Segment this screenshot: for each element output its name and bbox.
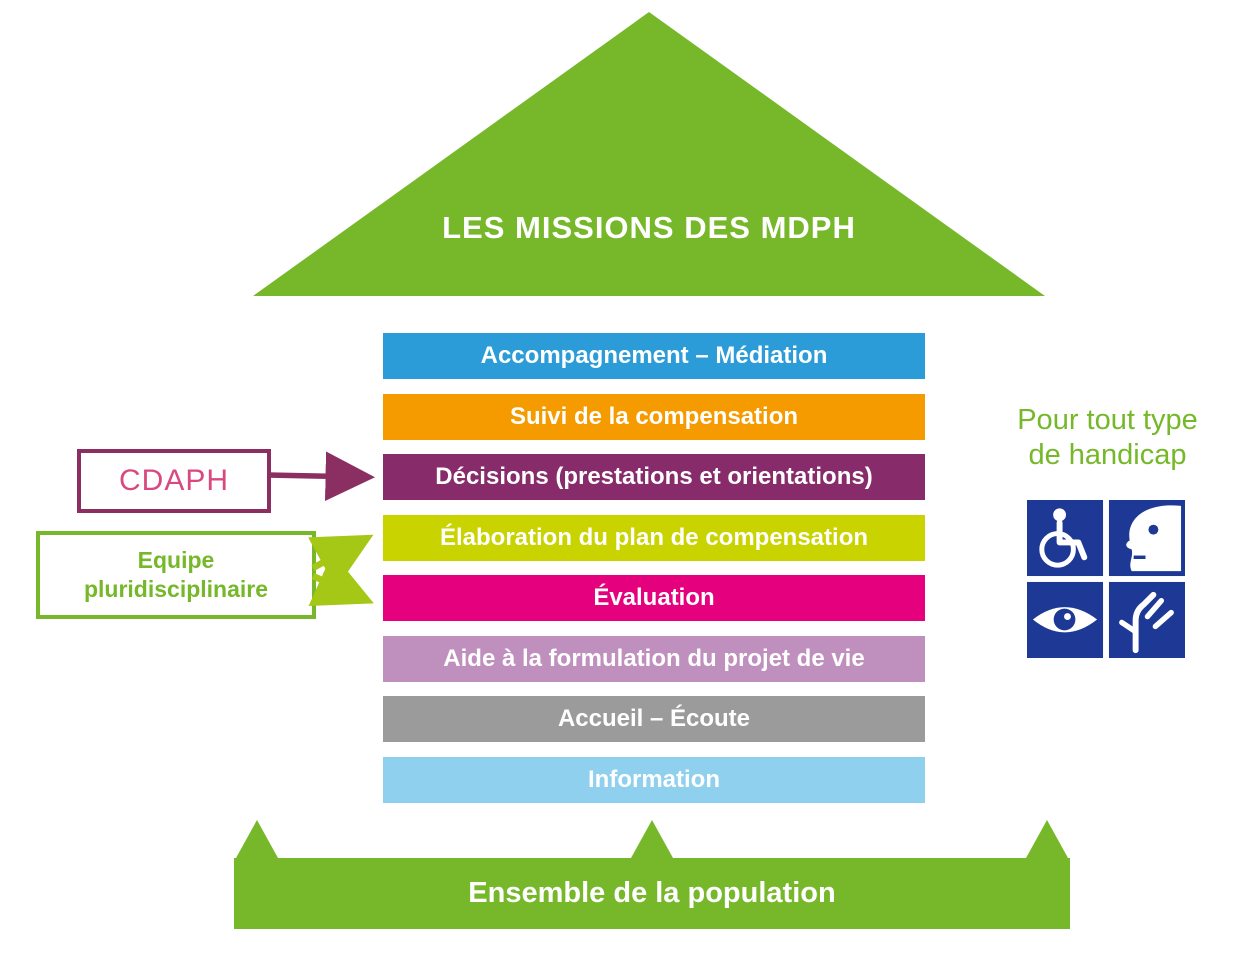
equipe-label-line2: pluridisciplinaire [83,576,269,602]
mission-bar-aide-projet-vie: Aide à la formulation du projet de vie [383,635,925,682]
cdaph-box: CDAPH [77,449,271,513]
roof-title-layer: LES MISSIONS DES MDPH [253,12,1045,296]
face-icon [1108,500,1185,577]
mission-bar-evaluation: Évaluation [383,575,925,621]
wheelchair-icon [1027,500,1104,577]
population-bar: Ensemble de la population [234,858,1070,929]
mission-bar-accueil-ecoute: Accueil – Écoute [383,696,925,742]
missions-stack: Accompagnement – Médiation Suivi de la c… [383,333,925,803]
mission-bar-decisions: Décisions (prestations et orientations) [383,454,925,500]
diagram-title: LES MISSIONS DES MDPH [442,210,856,245]
sign-language-hand-icon [1108,581,1185,658]
low-vision-eye-icon [1027,581,1104,658]
up-arrow-right [1026,820,1068,858]
equipe-box: Equipe pluridisciplinaire [36,531,316,619]
handicap-caption: Pour tout type de handicap [990,403,1225,474]
equipe-label-line1: Equipe [137,546,215,573]
equipe-arrow-lower [308,552,374,607]
handicap-types-icon [1027,500,1185,658]
up-arrow-center [631,820,673,858]
mission-bar-information: Information [383,756,925,803]
mission-bar-suivi-compensation: Suivi de la compensation [383,393,925,440]
mission-bar-accompagnement-mediation: Accompagnement – Médiation [383,333,925,379]
cdaph-arrow [266,451,375,501]
handicap-caption-line2: de handicap [1028,439,1187,472]
equipe-arrow-upper [308,534,374,589]
handicap-caption-line1: Pour tout type [1017,404,1198,436]
cdaph-label: CDAPH [118,464,229,497]
population-label: Ensemble de la population [468,877,836,909]
mission-bar-elaboration-plan: Élaboration du plan de compensation [383,514,925,561]
up-arrow-left [236,820,278,858]
